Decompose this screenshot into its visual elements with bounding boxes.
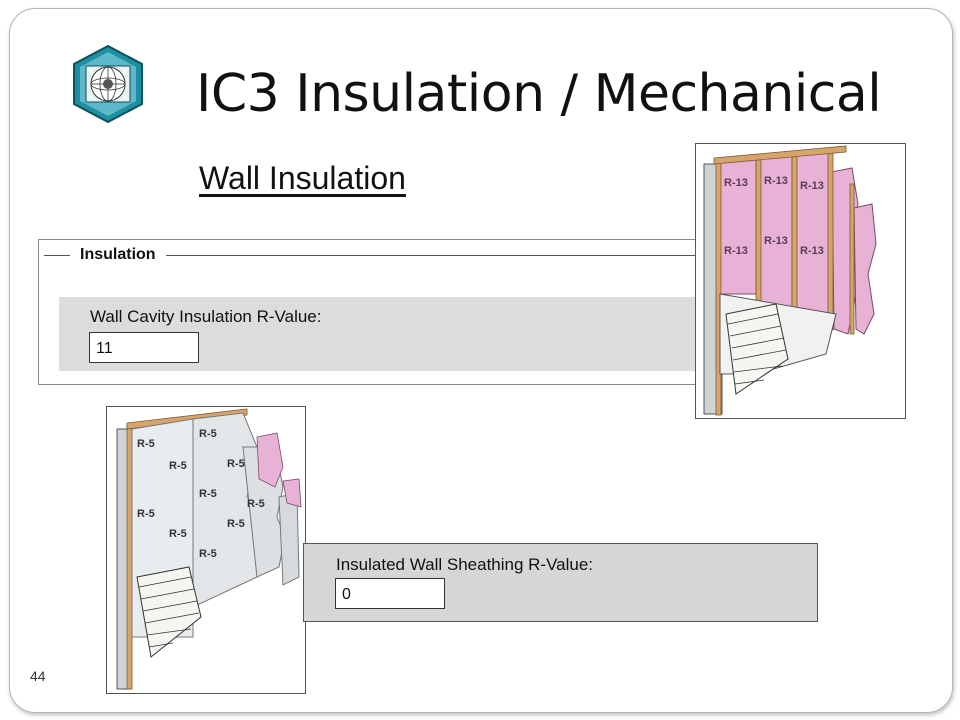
foam-sheathing-wall-image: R-5 R-5 R-5 R-5 R-5 R-5 R-5 R-5 R-5 R-5 [106, 406, 306, 694]
r5-label: R-5 [169, 528, 187, 540]
r5-label: R-5 [247, 498, 265, 510]
r5-label: R-5 [199, 428, 217, 440]
r13-label: R-13 [764, 175, 788, 187]
r5-label: R-5 [137, 508, 155, 520]
r13-label: R-13 [724, 177, 748, 189]
cavity-r-value-input[interactable]: 11 [89, 332, 199, 363]
r5-label: R-5 [169, 460, 187, 472]
r5-label: R-5 [137, 438, 155, 450]
slide-subtitle: Wall Insulation [199, 160, 406, 196]
r5-label: R-5 [227, 458, 245, 470]
r13-label: R-13 [800, 180, 824, 192]
sheathing-r-value-input[interactable]: 0 [335, 578, 445, 609]
sheathing-r-value-label: Insulated Wall Sheathing R-Value: [336, 555, 594, 574]
slide-title: IC3 Insulation / Mechanical [196, 64, 882, 124]
batt-insulation-wall-image: R-13 R-13 R-13 R-13 R-13 R-13 [695, 143, 906, 419]
ic3-logo-icon [70, 44, 146, 124]
r5-label: R-5 [199, 548, 217, 560]
insulation-legend: Insulation [70, 246, 166, 264]
r5-label: R-5 [199, 488, 217, 500]
page-number: 44 [30, 668, 46, 684]
r13-label: R-13 [724, 245, 748, 257]
r13-label: R-13 [800, 245, 824, 257]
r13-label: R-13 [764, 235, 788, 247]
r5-label: R-5 [227, 518, 245, 530]
cavity-r-value-label: Wall Cavity Insulation R-Value: [90, 307, 322, 326]
fieldset-divider [44, 255, 726, 256]
